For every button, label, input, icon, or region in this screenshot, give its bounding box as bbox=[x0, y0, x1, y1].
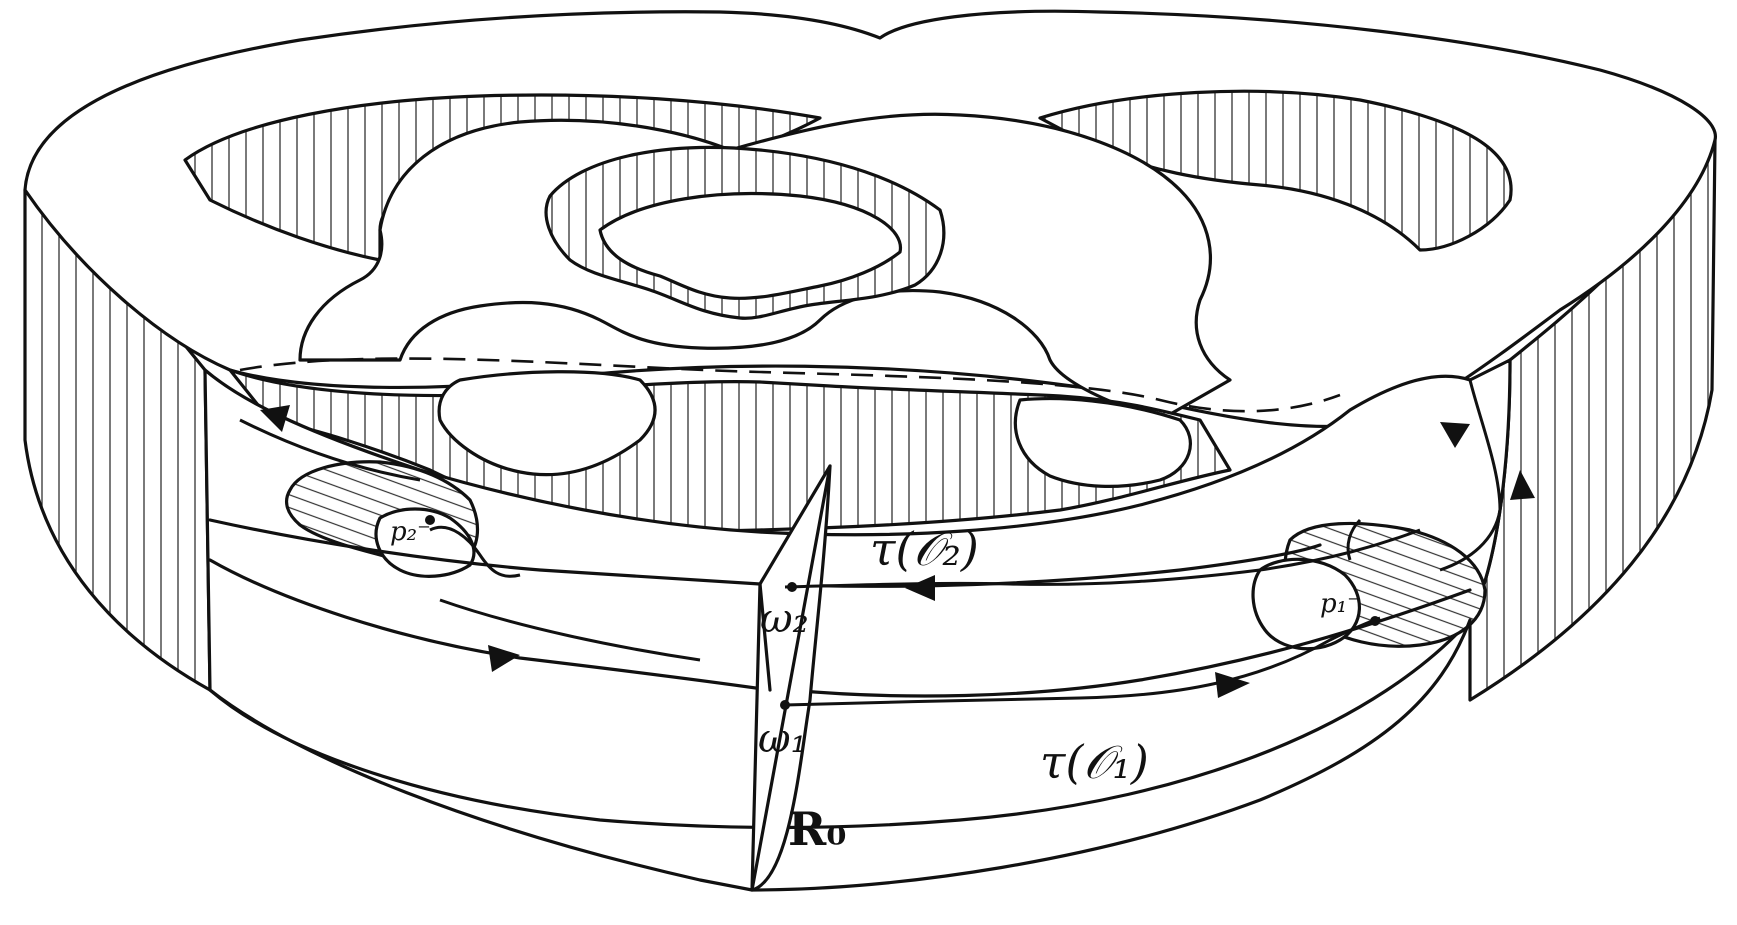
band-upper bbox=[208, 518, 1322, 588]
orbit-p2-wave bbox=[429, 525, 521, 578]
label-omega2: ω₂ bbox=[760, 596, 809, 642]
arrowhead-left-upper bbox=[260, 405, 290, 432]
label-tau-O1: τ(𝒪₁) bbox=[1040, 735, 1149, 789]
orbit-right-arc bbox=[1439, 379, 1502, 572]
trough-tongue bbox=[437, 370, 657, 477]
right-pocket-mouth bbox=[1251, 557, 1361, 651]
point-omega1 bbox=[780, 700, 790, 710]
front-face bbox=[203, 358, 1512, 830]
arrowhead-left-lower bbox=[488, 645, 520, 672]
right-hole-wall bbox=[1038, 89, 1513, 252]
point-omega2 bbox=[787, 582, 797, 592]
point-p1 bbox=[1370, 616, 1380, 626]
arrowhead-tau-O2 bbox=[905, 575, 935, 601]
orbit-left-lower bbox=[439, 598, 701, 662]
orbit-tau-O1 bbox=[784, 616, 1381, 707]
center-hole-floor bbox=[598, 191, 903, 300]
arrowhead-right-arc bbox=[1510, 470, 1535, 500]
section-R0-edge bbox=[750, 464, 832, 892]
orbit-left-upper bbox=[239, 418, 421, 482]
band-lower-right bbox=[788, 588, 1472, 698]
arrowhead-tau-O1 bbox=[1215, 672, 1250, 698]
label-tau-O2: τ(𝒪₂) bbox=[870, 522, 979, 576]
orbit-p1-drop bbox=[1346, 518, 1362, 561]
label-p1: p₁⁻ bbox=[1320, 589, 1361, 619]
label-omega1: ω₁ bbox=[758, 716, 807, 762]
trough-right-lip bbox=[1013, 397, 1192, 488]
section-R0-edge-2 bbox=[758, 582, 772, 692]
body-bottom-edge bbox=[208, 618, 1472, 892]
label-R0: R₀ bbox=[788, 802, 846, 856]
orbit-tau-O2 bbox=[784, 528, 1421, 589]
arrowhead-right-top bbox=[1440, 422, 1470, 448]
label-p2: p₂⁻ bbox=[390, 517, 431, 547]
hidden-core-dashed bbox=[239, 357, 1341, 413]
point-p2 bbox=[425, 515, 435, 525]
